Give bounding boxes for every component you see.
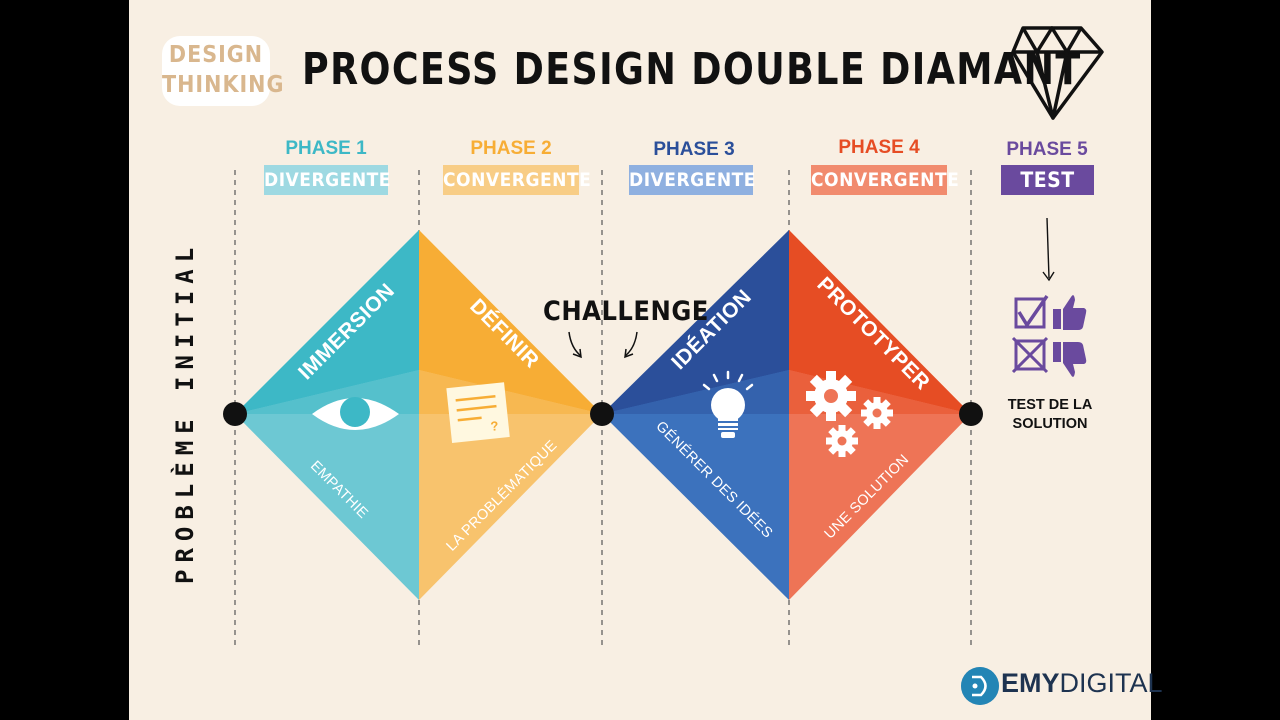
checked-box-icon — [1014, 295, 1049, 329]
phase-5-badge: TEST — [1001, 165, 1094, 195]
phase-5-title: PHASE 5 — [1006, 139, 1088, 160]
emy-digital-logo — [961, 667, 999, 705]
diamond-icon — [1011, 26, 1104, 120]
svg-text:?: ? — [490, 418, 500, 434]
challenge-dot — [590, 402, 614, 426]
immersion-shape-bottom — [235, 370, 419, 600]
ideation-shape-bottom — [602, 370, 789, 600]
start-dot — [223, 402, 247, 426]
logo-line-1: DESIGN — [168, 42, 264, 68]
ideation-shape-top — [602, 230, 789, 414]
test-solution-line-1: TEST DE LA — [1007, 397, 1093, 413]
end-dot — [959, 402, 983, 426]
crossed-box-icon — [1011, 336, 1049, 374]
challenge-label: CHALLENGE — [543, 296, 709, 327]
eye-icon — [312, 397, 399, 430]
lightbulb-icon — [702, 370, 754, 438]
phase-2-title: PHASE 2 — [470, 138, 552, 159]
definir-shape-top — [419, 230, 602, 414]
initial-problem-label: PROBLÈME INITIAL — [171, 240, 199, 584]
phase-1-title: PHASE 1 — [285, 138, 367, 159]
thumbs-down-icon — [1053, 342, 1087, 377]
phase-1-badge: DIVERGENTE — [264, 165, 390, 195]
phase-2-badge: CONVERGENTE — [443, 165, 591, 195]
test-solution-label: TEST DE LA SOLUTION — [985, 396, 1115, 434]
infographic-canvas: DESIGN THINKING PROCESS DESIGN DOUBLE DI… — [129, 0, 1163, 720]
brand-light: DIGITAL — [1059, 668, 1163, 698]
phase-3-badge: DIVERGENTE — [629, 165, 755, 195]
note-icon: ? — [446, 382, 510, 443]
design-thinking-logo — [162, 36, 270, 106]
phase-3-title: PHASE 3 — [653, 139, 735, 160]
logo-line-2: THINKING — [162, 72, 285, 98]
page-title: PROCESS DESIGN DOUBLE DIAMANT — [302, 44, 1082, 95]
phase-4-badge: CONVERGENTE — [811, 165, 959, 195]
challenge-arrows — [568, 331, 638, 359]
test-solution-line-2: SOLUTION — [1012, 416, 1088, 432]
prototyper-shape-top — [789, 230, 971, 414]
brand-strong: EMY — [1001, 668, 1060, 698]
phase-4-title: PHASE 4 — [838, 137, 920, 158]
brand-name: EMYDIGITAL — [1001, 668, 1163, 699]
immersion-shape-top — [235, 230, 419, 414]
thumbs-up-icon — [1053, 295, 1087, 330]
prototyper-shape-bottom — [789, 370, 971, 600]
double-diamond-graphic: ? — [223, 26, 1104, 705]
down-arrow — [1042, 217, 1055, 282]
